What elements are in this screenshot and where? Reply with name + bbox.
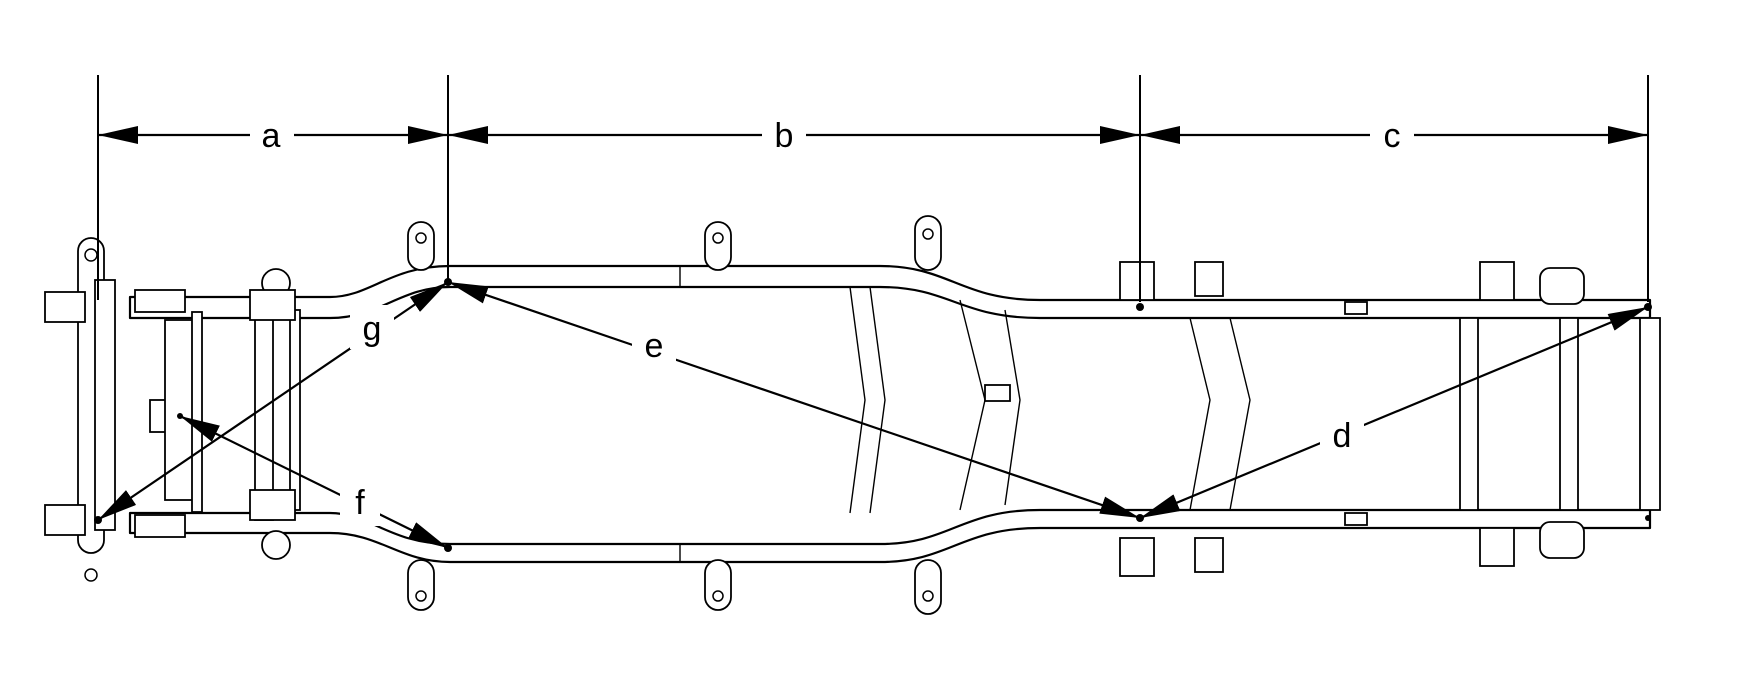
body-mount-brackets (407, 215, 942, 615)
label-b: b (775, 117, 794, 155)
dimension-d: d (1139, 305, 1649, 520)
label-g: g (363, 310, 382, 348)
dimension-g: g (97, 281, 449, 521)
label-a: a (262, 117, 281, 155)
dimension-b: b (448, 112, 1140, 156)
label-f: f (355, 484, 365, 522)
dimension-e: e (447, 280, 1141, 520)
label-c: c (1384, 117, 1401, 155)
dimension-f: f (179, 415, 449, 549)
label-e: e (645, 327, 664, 365)
label-d: d (1333, 417, 1352, 455)
extension-lines (97, 75, 1649, 302)
dimension-c: c (1140, 112, 1648, 156)
dimension-a: a (98, 112, 448, 156)
